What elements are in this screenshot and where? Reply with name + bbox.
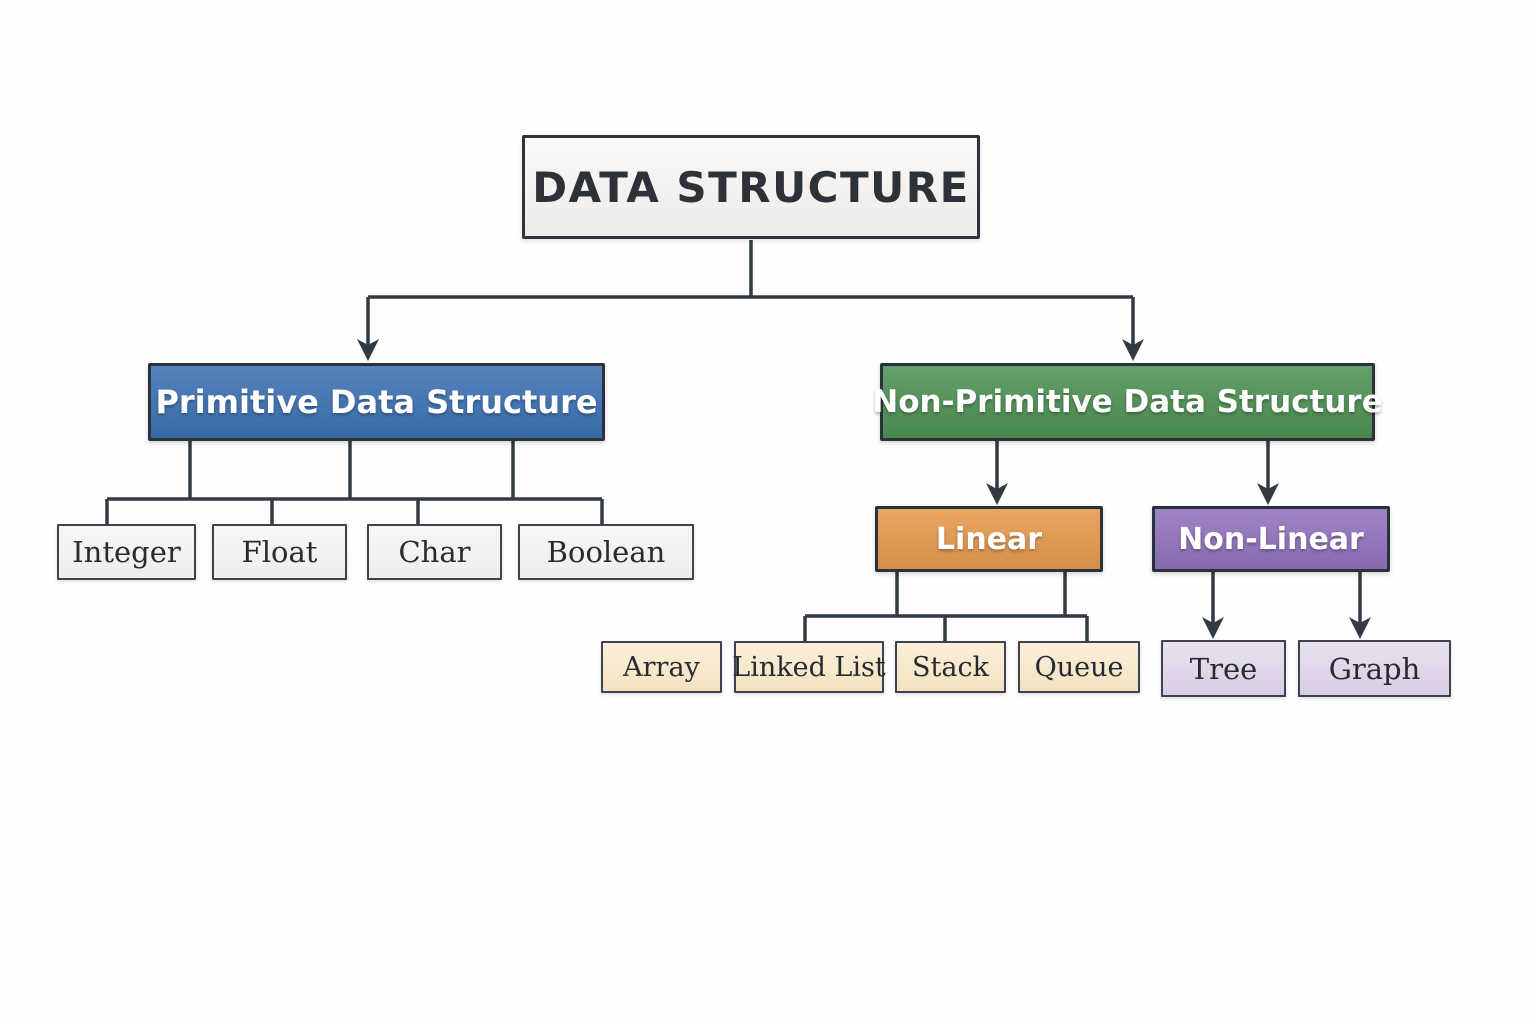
- node-data-structure: DATA STRUCTURE: [522, 135, 980, 239]
- node-linear: Linear: [875, 506, 1103, 572]
- arrowhead-non-primitive: [1122, 339, 1144, 361]
- node-array: Array: [601, 641, 722, 693]
- node-queue: Queue: [1018, 641, 1140, 693]
- node-tree: Tree: [1161, 640, 1286, 697]
- arrowhead-graph: [1349, 617, 1371, 639]
- arrowhead-primitive: [357, 339, 379, 361]
- connector-non-primitive-branch: [995, 441, 1270, 492]
- connector-primitive-children: [105, 441, 604, 524]
- connector-non-linear-branch: [1211, 572, 1362, 626]
- node-float: Float: [212, 524, 347, 580]
- node-graph: Graph: [1298, 640, 1451, 697]
- node-integer: Integer: [57, 524, 196, 580]
- node-boolean: Boolean: [518, 524, 694, 580]
- connector-linear-children: [803, 572, 1089, 641]
- node-linked-list: Linked List: [732, 641, 886, 693]
- arrowhead-non-linear: [1257, 483, 1279, 505]
- arrowhead-linear: [986, 483, 1008, 505]
- node-stack: Stack: [895, 641, 1006, 693]
- node-non-primitive-data-structure: Non-Primitive Data Structure: [872, 363, 1383, 441]
- connector-root-branch: [366, 240, 1135, 348]
- node-primitive-data-structure: Primitive Data Structure: [148, 363, 605, 441]
- arrowhead-tree: [1202, 617, 1224, 639]
- node-char: Char: [367, 524, 502, 580]
- node-non-linear: Non-Linear: [1152, 506, 1390, 572]
